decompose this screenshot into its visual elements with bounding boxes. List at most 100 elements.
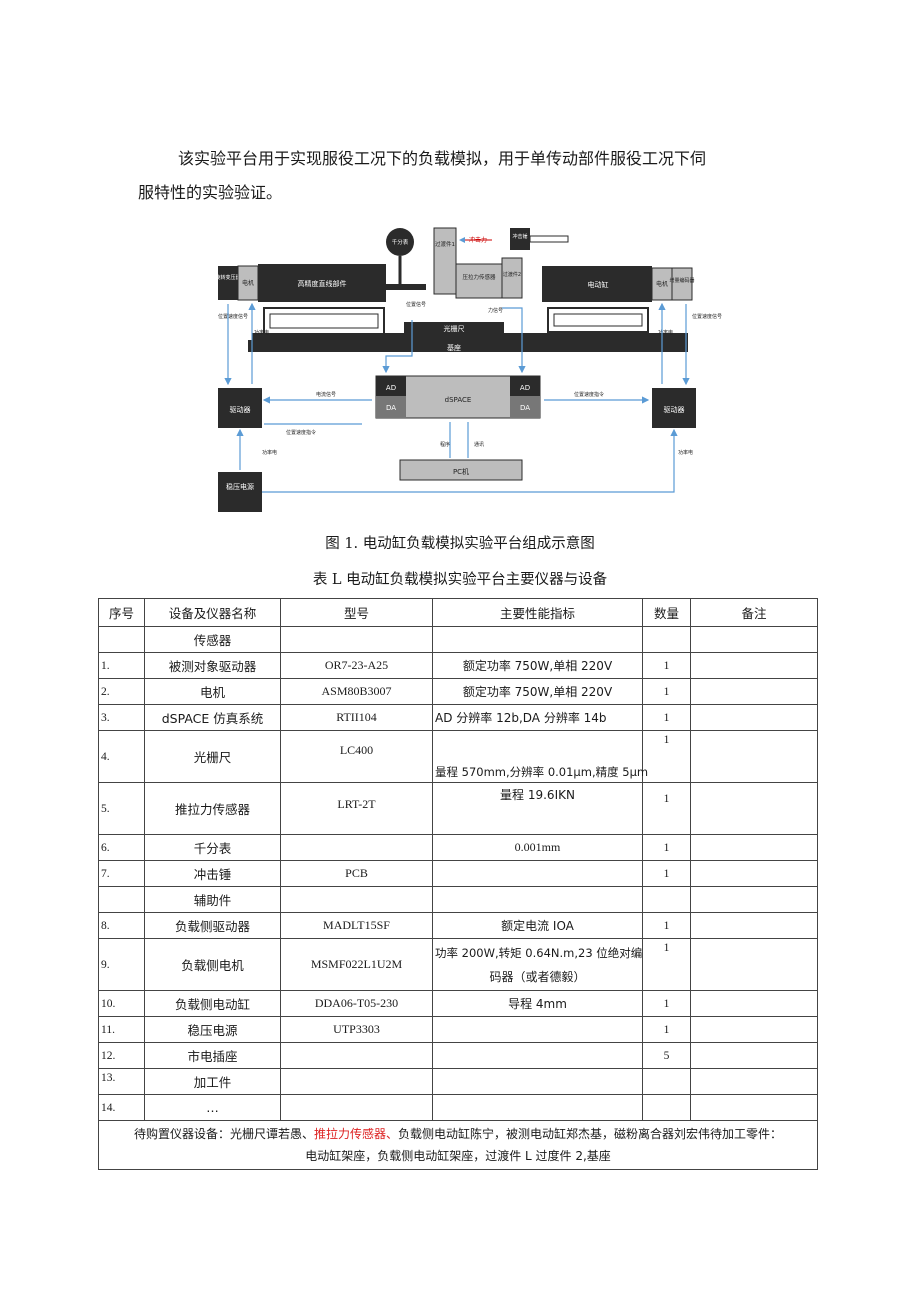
svg-text:过渡件1: 过渡件1 [435, 240, 455, 248]
cell-spec: 额定功率 750W,单相 220V [432, 678, 643, 705]
svg-text:功率电: 功率电 [262, 449, 277, 456]
svg-text:程序: 程序 [440, 441, 450, 448]
cell-name: 市电插座 [144, 1042, 281, 1069]
cell-note [690, 730, 818, 783]
svg-text:驱动器: 驱动器 [664, 405, 685, 414]
cell-model [280, 1094, 433, 1121]
cell-name: 稳压电源 [144, 1016, 281, 1043]
transition-piece-2 [501, 257, 523, 299]
cell-note [690, 626, 818, 653]
table-row: 8. 负载侧驱动器 MADLT15SF 额定电流 IOA 1 [98, 912, 818, 939]
purchase-note-part-2: 负载侧电动缸陈宁，被测电动缸郑杰基，磁粉离合器刘宏伟待加工零件： [398, 1127, 783, 1141]
encoder-block [671, 267, 693, 301]
cell-name: 加工件 [144, 1068, 281, 1095]
cell-seq [98, 886, 145, 913]
motor-left-label: 电机 [242, 279, 254, 287]
header-seq: 序号 [98, 598, 145, 627]
cell-note [690, 1068, 818, 1095]
cell-qty [642, 1068, 691, 1095]
svg-text:功率电: 功率电 [254, 329, 269, 336]
cell-seq: 4. [98, 730, 145, 783]
base-label: 基座 [447, 343, 461, 352]
header-model: 型号 [280, 598, 433, 627]
purchase-note-part-1: 待购置仪器设备：光栅尺谭若愚、 [133, 1127, 314, 1141]
table-caption: 表 L 电动缸负载模拟实验平台主要仪器与设备 [312, 572, 608, 588]
svg-text:功率电: 功率电 [658, 329, 673, 336]
spec-line-1: 功率 200W,转矩 0.64N.m,23 位绝对编 [435, 945, 643, 960]
cell-name: … [144, 1094, 281, 1121]
cell-seq: 13. [98, 1068, 145, 1095]
table-row: 13. 加工件 [98, 1068, 818, 1095]
cell-model: RTII104 [280, 704, 433, 731]
cell-name: 辅助件 [144, 886, 281, 913]
cell-model: ASM80B3007 [280, 678, 433, 705]
cell-model: MSMF022L1U2M [280, 938, 433, 991]
cell-spec [432, 626, 643, 653]
cell-note [690, 1016, 818, 1043]
cell-spec [432, 1094, 643, 1121]
header-name: 设备及仪器名称 [144, 598, 281, 627]
svg-text:光栅尺: 光栅尺 [444, 324, 465, 333]
table-row: 辅助件 [98, 886, 818, 913]
svg-text:位置速度信号: 位置速度信号 [218, 313, 248, 320]
resolver-label: 旋转变压器 [215, 274, 240, 281]
impact-hammer [510, 228, 530, 250]
table-row: 6. 千分表 0.001mm 1 [98, 834, 818, 861]
cell-note [690, 704, 818, 731]
cell-name: 传感器 [144, 626, 281, 653]
svg-text:DA: DA [520, 404, 530, 412]
table-row: 7. 冲击锤 PCB 1 [98, 860, 818, 887]
svg-text:驱动器: 驱动器 [230, 405, 251, 414]
cell-spec [432, 1016, 643, 1043]
cell-qty: 1 [642, 782, 691, 835]
platform-diagram: 旋转变压器 电机 高精度直线部件 千分表 过渡件1 冲击力 冲击锤 压拉力传感器… [215, 227, 722, 512]
cell-model: LRT-2T [280, 782, 433, 835]
cell-spec: 量程 570mm,分辨率 0.01μm,精度 5μm [432, 730, 648, 783]
cell-qty: 1 [642, 678, 691, 705]
table-row: 1. 被测对象驱动器 OR7-23-A25 额定功率 750W,单相 220V … [98, 652, 818, 679]
cell-name: 负载侧驱动器 [144, 912, 281, 939]
cell-qty [642, 886, 691, 913]
force-sensor-block [455, 263, 503, 299]
cell-note [690, 1094, 818, 1121]
svg-text:过渡件2: 过渡件2 [503, 271, 521, 278]
table-row: 9. 负载侧电机 MSMF022L1U2M 功率 200W,转矩 0.64N.m… [98, 938, 818, 991]
cell-note [690, 912, 818, 939]
cell-name: 冲击锤 [144, 860, 281, 887]
cell-seq: 10. [98, 990, 145, 1017]
cell-seq: 1. [98, 652, 145, 679]
table-row: 11. 稳压电源 UTP3303 1 [98, 1016, 818, 1043]
header-spec: 主要性能指标 [432, 598, 643, 627]
svg-text:位置速度指令: 位置速度指令 [574, 391, 604, 398]
cell-name: 光栅尺 [144, 730, 281, 783]
cell-model: UTP3303 [280, 1016, 433, 1043]
grating-scale [404, 322, 504, 334]
svg-text:电机: 电机 [656, 280, 668, 288]
purchase-note: 待购置仪器设备：光栅尺谭若愚、推拉力传感器、负载侧电动缸陈宁，被测电动缸郑杰基，… [98, 1120, 818, 1170]
cell-spec [432, 1068, 643, 1095]
linear-unit-block [258, 264, 386, 302]
svg-text:稳压电源: 稳压电源 [226, 482, 254, 491]
cell-spec: 0.001mm [432, 834, 643, 861]
cell-qty: 1 [642, 938, 691, 991]
driver-left [218, 388, 262, 428]
svg-text:位置信号: 位置信号 [406, 301, 426, 308]
cell-note [690, 886, 818, 913]
svg-text:DA: DA [386, 404, 396, 412]
pc-box [399, 459, 523, 481]
cell-qty: 1 [642, 912, 691, 939]
table-row: 3. dSPACE 仿真系统 RTII104 AD 分辨率 12b,DA 分辨率… [98, 704, 818, 731]
cell-seq: 2. [98, 678, 145, 705]
table-row: 2. 电机 ASM80B3007 额定功率 750W,单相 220V 1 [98, 678, 818, 705]
cell-seq: 9. [98, 938, 145, 991]
cell-model [280, 1042, 433, 1069]
cell-note [690, 990, 818, 1017]
cell-spec: 量程 19.6IKN [432, 782, 643, 835]
cell-seq: 3. [98, 704, 145, 731]
equipment-table: 序号 设备及仪器名称 型号 主要性能指标 数量 备注 传感器 1. 被测对象驱动… [98, 598, 818, 1170]
cell-name: 负载侧电机 [144, 938, 281, 991]
spec-line-2: 码器（或者德毅） [489, 969, 586, 984]
cell-spec [432, 886, 643, 913]
resolver-block [218, 266, 238, 300]
cell-note [690, 652, 818, 679]
